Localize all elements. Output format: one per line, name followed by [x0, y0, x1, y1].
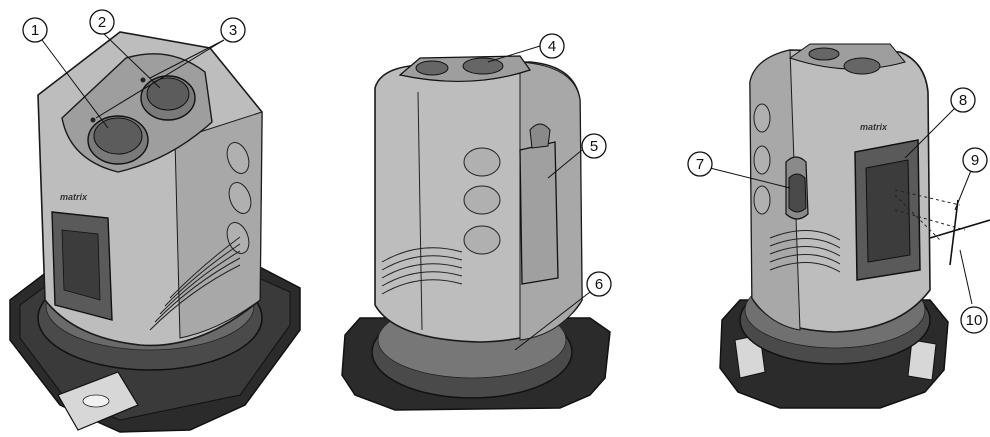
device-view-side — [341, 55, 611, 411]
callout-3: 3 — [220, 17, 246, 43]
callout-7: 7 — [687, 151, 713, 177]
callout-8: 8 — [950, 87, 976, 113]
battery-cover[interactable] — [519, 141, 559, 285]
brand-logo: matrix — [860, 122, 888, 132]
svg-text:1: 1 — [31, 22, 39, 39]
svg-text:10: 10 — [966, 312, 983, 329]
svg-text:8: 8 — [959, 92, 967, 109]
svg-text:6: 6 — [595, 276, 603, 293]
indicator-led — [140, 77, 146, 83]
svg-text:9: 9 — [971, 152, 979, 169]
callout-6: 6 — [586, 271, 612, 297]
laser-button-1[interactable] — [87, 115, 149, 165]
indicator-led — [90, 117, 96, 123]
ribbed-grip — [149, 236, 241, 331]
svg-text:3: 3 — [229, 22, 237, 39]
device-view-top-angled: matrix — [9, 31, 301, 433]
svg-text:4: 4 — [548, 38, 556, 55]
callout-2: 2 — [89, 9, 115, 35]
device-view-front: matrix — [719, 43, 990, 409]
laser-beams — [894, 189, 966, 241]
power-slide-switch[interactable] — [785, 156, 809, 220]
battery-latch[interactable] — [529, 123, 551, 149]
svg-text:5: 5 — [590, 138, 598, 155]
callout-1: 1 — [22, 17, 48, 43]
bubble-level — [907, 339, 937, 381]
brand-logo: matrix — [60, 192, 88, 202]
callout-9: 9 — [962, 147, 988, 173]
laser-button-2[interactable] — [140, 75, 196, 121]
callout-4: 4 — [539, 33, 565, 59]
projected-cross-lines — [929, 199, 990, 266]
svg-text:2: 2 — [98, 14, 106, 31]
callout-leaders — [41, 33, 973, 351]
callout-10: 10 — [960, 306, 988, 334]
svg-text:7: 7 — [696, 156, 704, 173]
ribbed-grip — [769, 229, 841, 273]
callout-5: 5 — [581, 133, 607, 159]
